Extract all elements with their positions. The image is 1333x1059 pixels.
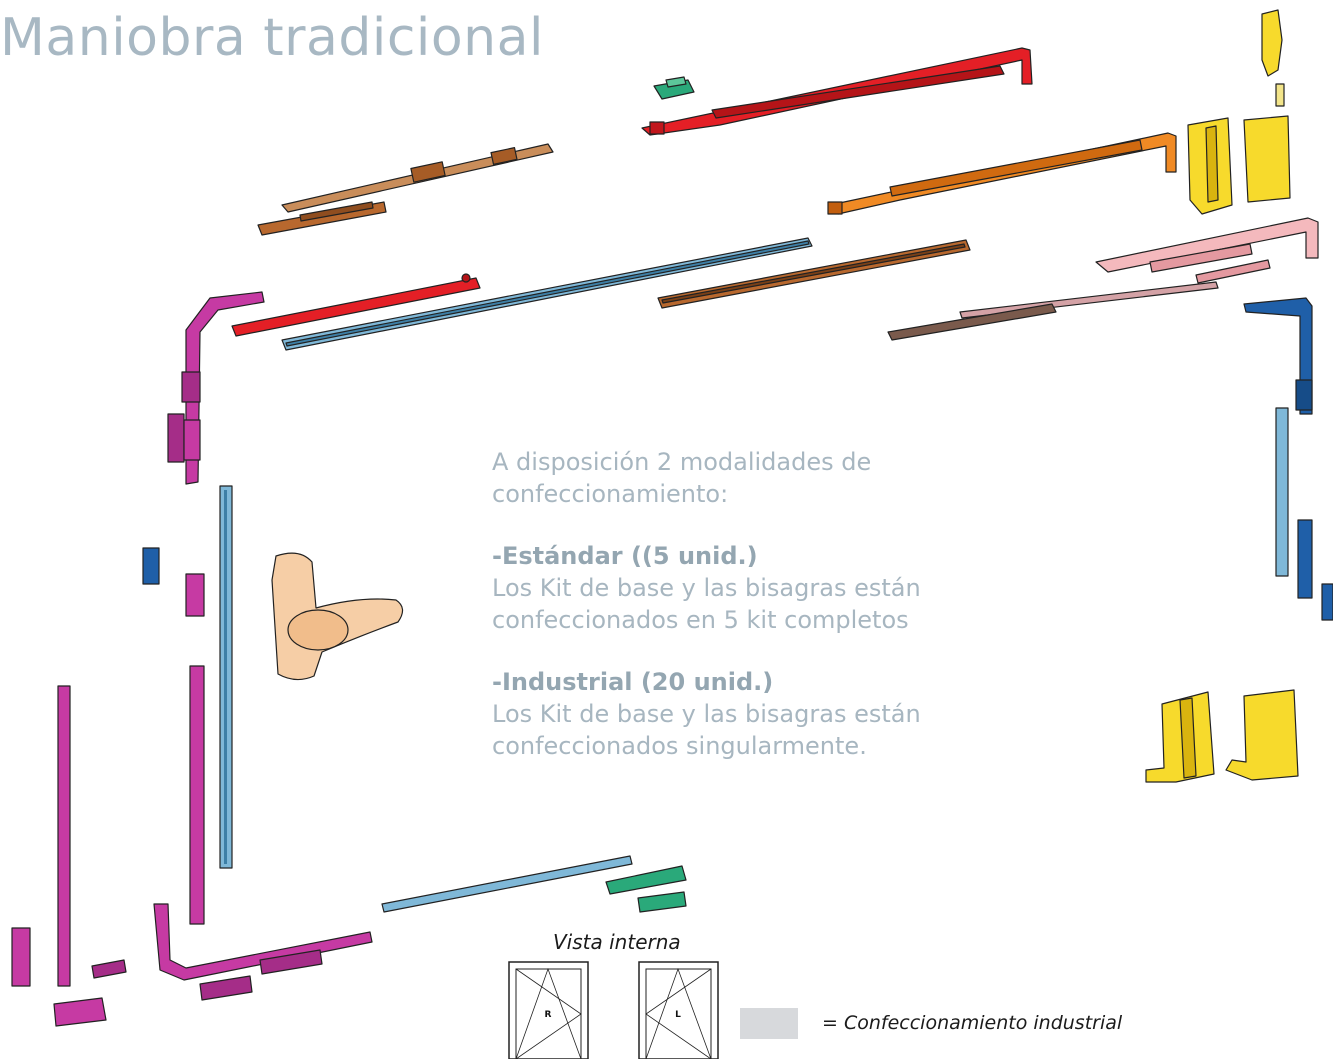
orange-espagnolette	[827, 132, 1177, 215]
lightblue-rail-bottom	[381, 855, 633, 913]
window-letter-l: L	[675, 1010, 681, 1020]
intro-text: A disposición 2 modalidades de confeccio…	[492, 448, 872, 508]
pink-stay-arm	[959, 217, 1319, 319]
yellow-hinge-upper	[1187, 9, 1291, 215]
bronze-rail-middle	[657, 239, 971, 309]
blue-corner-right	[1243, 297, 1313, 415]
legend-label: = Confeccionamiento industrial	[822, 1012, 1123, 1034]
window-icon-left-opening	[638, 961, 719, 1059]
magenta-keepers-left	[11, 573, 205, 1027]
red-bar-short	[231, 273, 481, 337]
dark-rail-right	[887, 303, 1057, 341]
vista-interna-label: Vista interna	[553, 930, 681, 954]
window-icon-right-opening	[508, 961, 589, 1059]
industrial-heading: -Industrial (20 unid.)	[492, 668, 774, 696]
window-handle	[271, 552, 404, 681]
industrial-text: Los Kit de base y las bisagras están con…	[492, 700, 921, 760]
lightblue-rail-upper	[281, 237, 813, 351]
blue-keepers-right	[1297, 519, 1333, 621]
window-letter-r: R	[545, 1010, 552, 1020]
legend-swatch	[740, 1008, 798, 1039]
red-espagnolette-top	[641, 47, 1033, 136]
green-keepers-bottom	[605, 865, 687, 913]
blue-keeper-left	[142, 547, 160, 585]
green-keeper-top	[653, 76, 695, 100]
magenta-corner-top	[167, 291, 265, 485]
bronze-arm-upper	[257, 143, 554, 236]
page-title: Maniobra tradicional	[0, 8, 544, 68]
standard-text: Los Kit de base y las bisagras están con…	[492, 574, 921, 634]
lightblue-rail-vertical-left	[219, 485, 233, 869]
magenta-corner-bottom	[153, 903, 373, 1001]
info-text-block: A disposición 2 modalidades de confeccio…	[492, 446, 1052, 762]
yellow-hinge-lower	[1145, 689, 1299, 783]
standard-heading: -Estándar ((5 unid.)	[492, 542, 758, 570]
lightblue-rail-vertical-right	[1275, 407, 1289, 577]
